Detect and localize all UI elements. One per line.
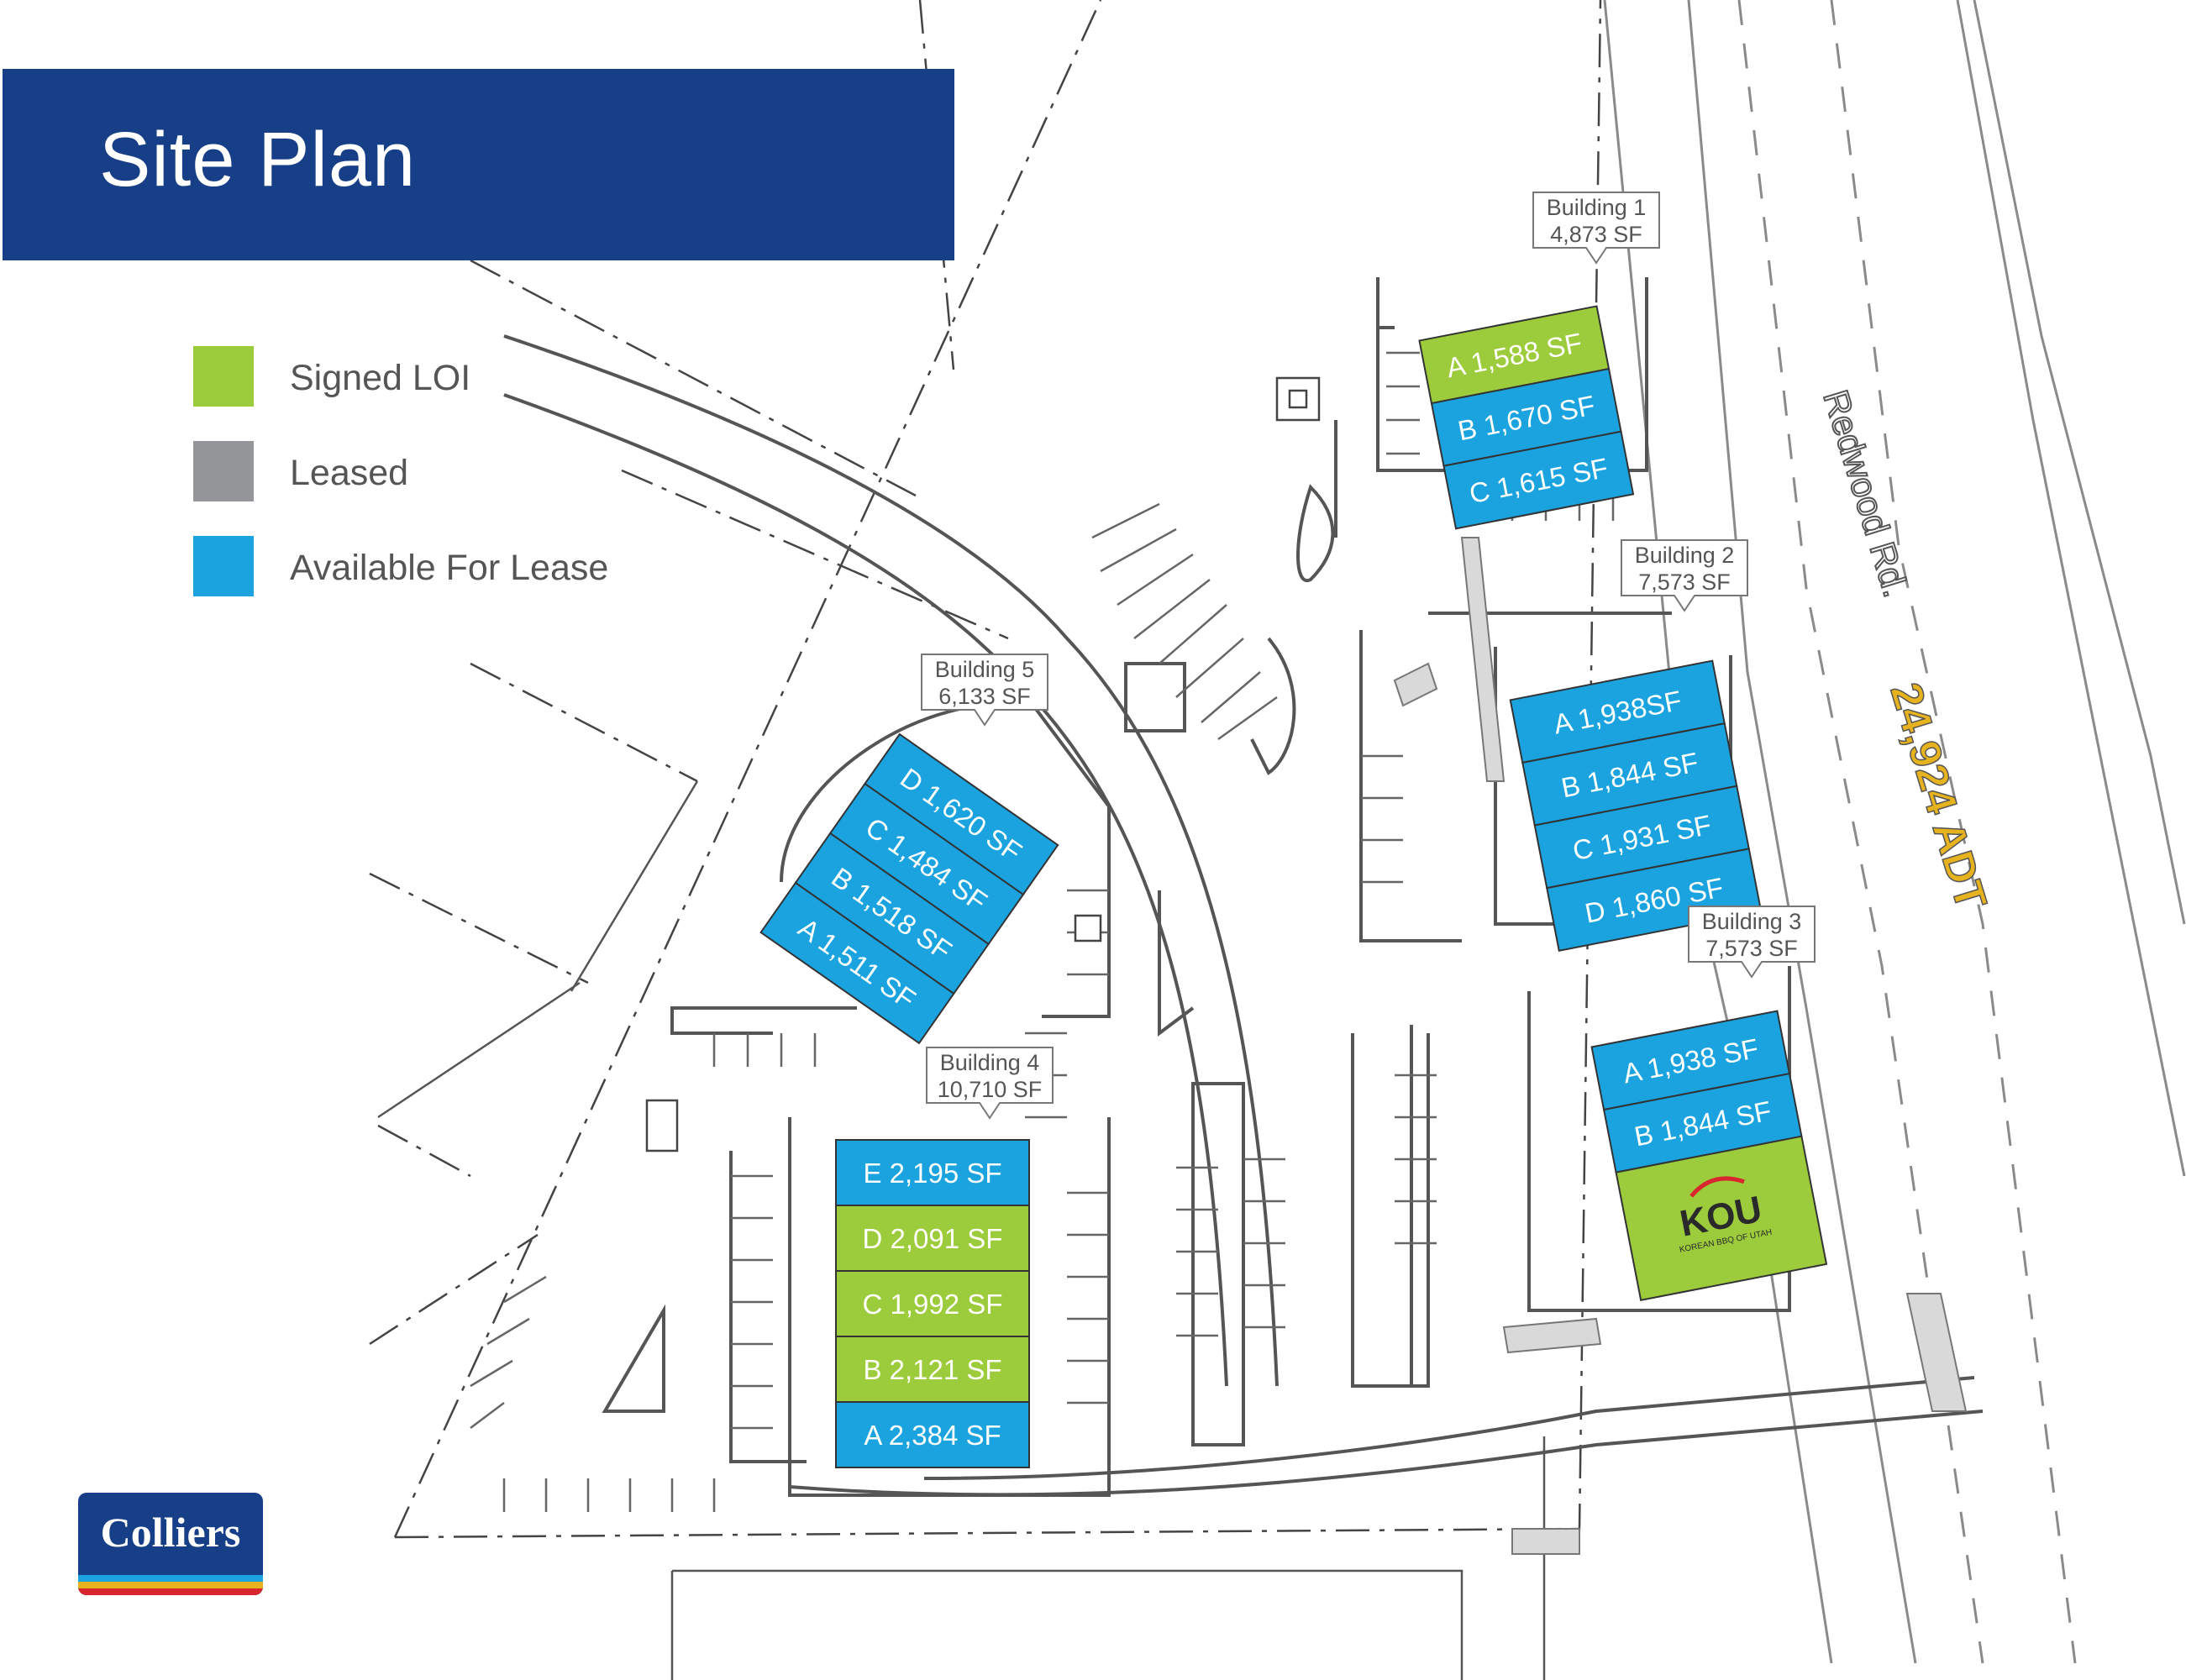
unit-2-3[interactable] — [1546, 848, 1763, 952]
kou-logo-swoosh — [1689, 1176, 1745, 1198]
logo-wordmark: Colliers — [100, 1509, 241, 1556]
unit-label: A 2,384 SF — [864, 1420, 1001, 1451]
unit-label: E 2,195 SF — [863, 1158, 1001, 1189]
building-callout-5: Building 56,133 SF — [921, 654, 1048, 727]
building-callout-3: Building 37,573 SF — [1688, 906, 1816, 979]
building-area: 10,710 SF — [938, 1077, 1043, 1102]
road-name-label: Redwood Rd. — [1816, 386, 1915, 601]
parcel-lines — [377, 780, 1546, 1680]
building-area: 7,573 SF — [1705, 936, 1798, 961]
unit-4-0[interactable] — [835, 1139, 1030, 1206]
building-callout-2: Building 27,573 SF — [1621, 539, 1748, 612]
logo-stripe-yellow — [78, 1582, 263, 1588]
logo-stripe-blue — [78, 1575, 263, 1582]
building-5: D 1,620 SFC 1,484 SFB 1,518 SFA 1,511 SF — [759, 732, 1059, 1045]
building-name: Building 5 — [935, 657, 1035, 682]
legend-swatch-available — [193, 536, 254, 596]
buildings-layer: A 1,588 SFB 1,670 SFC 1,615 SF A 1,938SFB… — [759, 305, 1828, 1468]
page-title: Site Plan — [99, 117, 417, 202]
dumpsters — [645, 376, 1321, 1152]
building-name: Building 2 — [1635, 543, 1735, 568]
unit-1-2[interactable] — [1442, 430, 1635, 530]
building-4: E 2,195 SF D 2,091 SF C 1,992 SF B 2,121 SF… — [835, 1139, 1030, 1468]
building-callout-1: Building 14,873 SF — [1532, 192, 1660, 265]
building-name: Building 3 — [1702, 909, 1802, 934]
logo-stripe-red — [78, 1588, 263, 1595]
unit-4-1[interactable] — [835, 1205, 1030, 1272]
title-banner — [3, 69, 954, 260]
traffic-count-label: 24,924 ADT — [1881, 678, 1996, 916]
unit-5-3[interactable] — [759, 881, 955, 1045]
legend-swatch-leased — [193, 441, 254, 501]
crosswalks — [1393, 537, 1968, 1555]
building-name: Building 4 — [940, 1050, 1040, 1075]
curbs-and-aisles — [503, 277, 1984, 1497]
building-area: 7,573 SF — [1638, 570, 1731, 595]
building-area: 6,133 SF — [938, 684, 1031, 709]
legend-swatch-signed-loi — [193, 346, 254, 407]
unit-label: C 1,992 SF — [863, 1289, 1003, 1320]
legend-label: Leased — [290, 453, 409, 493]
unit-3-2[interactable] — [1615, 1135, 1828, 1301]
parking-stalls — [470, 351, 1615, 1512]
building-callout-4: Building 410,710 SF — [926, 1047, 1054, 1120]
building-name: Building 1 — [1547, 195, 1647, 220]
colliers-logo: Colliers — [78, 1493, 263, 1595]
landscape-island — [602, 1304, 665, 1413]
unit-4-4[interactable] — [835, 1401, 1030, 1468]
unit-label: D 2,091 SF — [863, 1223, 1003, 1254]
building-1: A 1,588 SFB 1,670 SFC 1,615 SF — [1418, 305, 1635, 530]
unit-4-3[interactable] — [835, 1336, 1030, 1403]
legend-label: Available For Lease — [290, 548, 609, 588]
legend-label: Signed LOI — [290, 358, 471, 398]
unit-label: B 2,121 SF — [863, 1354, 1001, 1385]
unit-4-2[interactable] — [835, 1270, 1030, 1337]
building-area: 4,873 SF — [1550, 222, 1642, 247]
